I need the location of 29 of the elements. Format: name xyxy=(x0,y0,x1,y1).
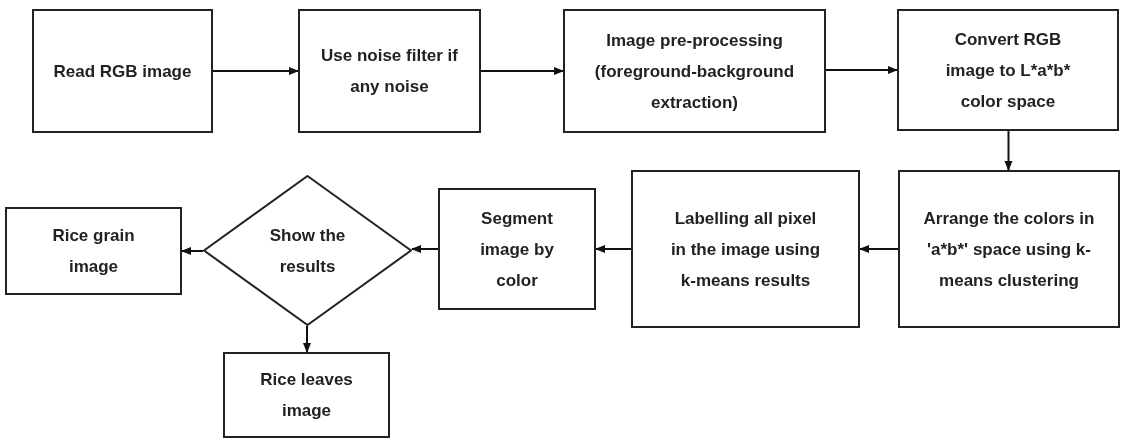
arrow xyxy=(825,66,898,74)
arrow xyxy=(411,245,439,253)
arrow xyxy=(181,247,204,255)
node-text: Arrange the colors in 'a*b*' space using k-means clustering xyxy=(922,207,1096,292)
node-text: Image pre-processing (foreground-background extraction) xyxy=(593,29,796,114)
decision-diamond xyxy=(203,175,412,326)
node-text: Convert RGB image to L*a*b* color space xyxy=(944,28,1072,113)
process-box xyxy=(897,9,1119,131)
node-text: Segment image by color xyxy=(479,207,555,292)
node-text: Use noise filter if any noise xyxy=(320,45,459,98)
arrow xyxy=(480,67,564,75)
arrow xyxy=(1004,130,1013,171)
node-text: Labelling all pixel in the image using k-means results xyxy=(670,207,821,292)
arrow xyxy=(859,245,899,253)
node-text: Read RGB image xyxy=(53,60,192,83)
process-box xyxy=(438,188,596,310)
process-box xyxy=(631,170,860,328)
process-box xyxy=(223,352,390,438)
arrow xyxy=(212,67,299,75)
arrow xyxy=(303,325,311,353)
process-box xyxy=(898,170,1120,328)
arrow xyxy=(595,245,632,253)
node-text: Rice leaves image xyxy=(259,369,354,422)
process-box xyxy=(32,9,213,133)
node-text: Show the results xyxy=(268,224,347,278)
process-box xyxy=(5,207,182,295)
process-box xyxy=(298,9,481,133)
process-box xyxy=(563,9,826,133)
node-text: Rice grain image xyxy=(51,225,136,278)
